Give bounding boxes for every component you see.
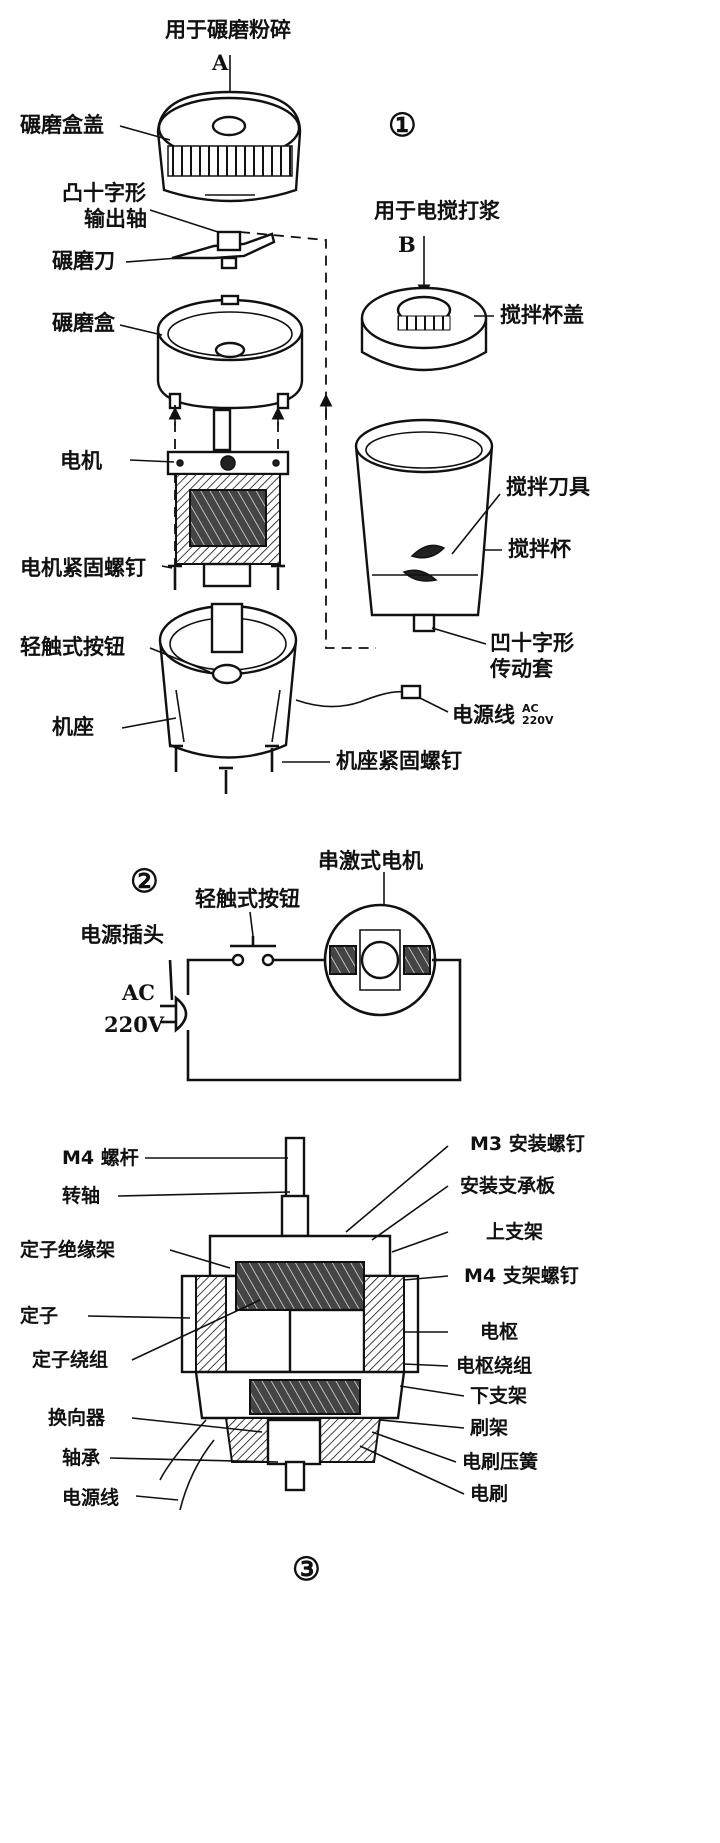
leader-button <box>149 647 211 673</box>
label-sleeve-line2: 传动套 <box>489 657 553 681</box>
grinding-box-shape <box>156 294 304 410</box>
label-plug: 电源插头 <box>80 923 164 947</box>
label-upper-bracket: 上支架 <box>486 1221 543 1243</box>
leader-cord <box>419 697 449 713</box>
label-cord-ac: AC <box>522 702 539 715</box>
label-ac: AC <box>121 980 155 1005</box>
leader-blade <box>125 257 179 263</box>
figure-3-motor-cutaway: M4 螺杆 转轴 定子绝缘架 定子 定子绕组 换向器 轴承 电源线 M3 安装螺… <box>20 1132 585 1588</box>
figure-3-number: ③ <box>292 1550 321 1588</box>
figure-2-number: ② <box>130 862 159 900</box>
leader-base <box>121 717 177 729</box>
circuit-wires <box>168 958 462 1082</box>
plug-symbol <box>160 995 188 1033</box>
label-blending-use: 用于电搅打浆 <box>374 199 501 223</box>
label-grinding-lid: 碾磨盒盖 <box>20 113 104 137</box>
label-power-cord: 电源线 <box>62 1486 119 1509</box>
label-cup: 搅拌杯 <box>508 537 571 561</box>
label-m4-screw: M4 支架螺钉 <box>464 1264 579 1287</box>
label-grinding-use: 用于碾磨粉碎 <box>165 18 291 42</box>
leader-shaft <box>149 209 219 233</box>
label-grinding-box: 碾磨盒 <box>52 311 116 335</box>
dashed-link-shaft-sleeve <box>239 231 376 649</box>
label-circuit-button: 轻触式按钮 <box>195 887 300 911</box>
label-cord-voltage: 220V <box>522 714 554 727</box>
label-blade-set: 搅拌刀具 <box>506 475 590 499</box>
label-sleeve-line1: 凹十字形 <box>490 631 574 655</box>
label-mount-plate: 安装支承板 <box>460 1174 556 1197</box>
label-armature-winding: 电枢绕组 <box>456 1354 532 1377</box>
grinding-lid-shape <box>156 90 302 203</box>
label-m4-rod: M4 螺杆 <box>62 1146 139 1169</box>
label-motor: 电机 <box>60 449 102 473</box>
label-rotor-shaft: 转轴 <box>62 1184 100 1207</box>
leader-motor-screw <box>161 565 173 569</box>
figure-1-exploded-view: 用于碾磨粉碎 A ① 碾磨盒盖 凸十字形 输出轴 碾磨刀 <box>20 18 590 794</box>
label-commutator: 换向器 <box>48 1406 106 1429</box>
label-button: 轻触式按钮 <box>20 635 125 659</box>
leader-blade-set <box>451 493 501 555</box>
label-m3-screw: M3 安装螺钉 <box>470 1132 585 1155</box>
label-brush-holder: 刷架 <box>470 1417 508 1439</box>
leader-lid <box>119 125 171 141</box>
label-220v: 220V <box>104 1012 165 1037</box>
base-shape <box>158 602 422 759</box>
base-screws <box>169 744 279 794</box>
label-stator-winding: 定子绕组 <box>32 1348 108 1371</box>
leader-sleeve <box>431 627 487 645</box>
label-base-screw: 机座紧固螺钉 <box>336 749 462 773</box>
leader-motor <box>129 459 175 463</box>
label-stator-insulator: 定子绝缘架 <box>20 1238 115 1261</box>
label-armature: 电枢 <box>480 1320 518 1343</box>
label-series-motor: 串激式电机 <box>318 849 423 873</box>
label-cup-lid: 搅拌杯盖 <box>500 303 584 327</box>
label-motor-screw: 电机紧固螺钉 <box>20 556 146 580</box>
motor-symbol <box>323 872 437 1017</box>
motor-screws <box>168 564 285 590</box>
label-brush-spring: 电刷压簧 <box>462 1450 538 1473</box>
figure-2-circuit: ② 串激式电机 轻触式按钮 电源插头 AC 220V <box>80 849 462 1082</box>
motor-shape <box>166 408 290 588</box>
label-cord: 电源线 <box>452 703 515 727</box>
figure-1-number: ① <box>388 106 417 144</box>
label-arrow-b: B <box>398 232 416 257</box>
label-shaft-line2: 输出轴 <box>84 207 147 231</box>
label-arrow-a: A <box>211 50 229 75</box>
label-stator: 定子 <box>20 1304 58 1327</box>
label-lower-bracket: 下支架 <box>470 1385 527 1407</box>
label-brush: 电刷 <box>470 1482 508 1505</box>
cup-shape <box>354 418 494 633</box>
switch-symbol <box>230 911 276 967</box>
motor-cutaway-shape <box>159 1136 420 1511</box>
label-grinding-blade: 碾磨刀 <box>52 249 115 273</box>
cup-lid-shape <box>360 286 488 372</box>
label-bearing: 轴承 <box>62 1446 100 1469</box>
grinding-blade-shape <box>171 230 276 270</box>
label-base: 机座 <box>52 715 94 739</box>
leader-grinding-box <box>119 324 163 336</box>
label-shaft-line1: 凸十字形 <box>62 181 146 205</box>
